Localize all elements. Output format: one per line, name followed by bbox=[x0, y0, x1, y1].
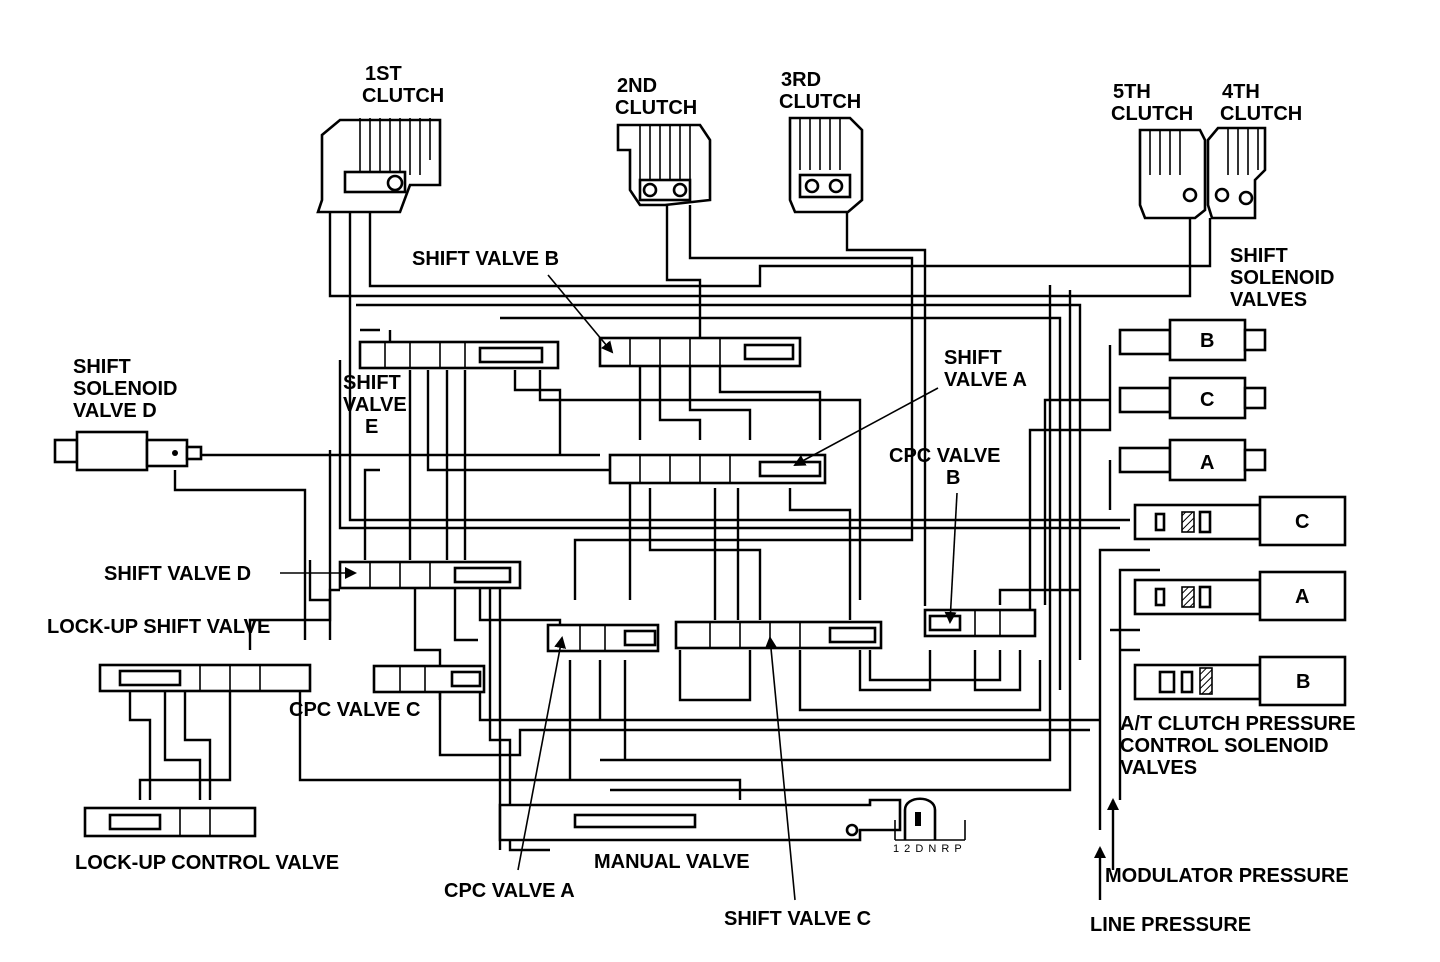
shift-valve-a bbox=[608, 453, 827, 485]
pressure-solenoid-letter-c: C bbox=[1295, 511, 1309, 533]
label-shift-valve-d: SHIFT VALVE D bbox=[104, 563, 251, 585]
shift-solenoid-valve-c bbox=[1118, 376, 1267, 420]
clutch-3rd bbox=[788, 116, 864, 214]
label-shift-valve-b: SHIFT VALVE B bbox=[412, 248, 559, 270]
label-line-pressure: LINE PRESSURE bbox=[1090, 914, 1251, 936]
manual-valve bbox=[498, 797, 966, 842]
label-shift-valve-c: SHIFT VALVE C bbox=[724, 908, 871, 930]
shift-solenoid-valve-d bbox=[53, 430, 203, 472]
clutch-1st bbox=[316, 118, 442, 214]
clutch-4th bbox=[1206, 126, 1267, 220]
label-manual-valve: MANUAL VALVE bbox=[594, 851, 750, 873]
shift-solenoid-letter-b: B bbox=[1200, 330, 1214, 352]
label-modulator-pressure: MODULATOR PRESSURE bbox=[1105, 865, 1349, 887]
label-lock-up-shift-valve: LOCK-UP SHIFT VALVE bbox=[47, 616, 270, 638]
pressure-solenoid-letter-b: B bbox=[1296, 671, 1310, 693]
label-cpc-valve-c: CPC VALVE C bbox=[289, 699, 421, 721]
at-clutch-pressure-solenoid-c bbox=[1133, 495, 1347, 547]
clutch-2nd bbox=[616, 123, 712, 207]
clutch-5th bbox=[1138, 128, 1207, 220]
lock-up-shift-valve bbox=[98, 663, 312, 693]
hydraulic-lines bbox=[128, 205, 1212, 852]
pressure-solenoid-letter-a: A bbox=[1295, 586, 1309, 608]
cpc-valve-a bbox=[546, 623, 660, 653]
shift-valve-b bbox=[598, 336, 802, 368]
shift-solenoid-letter-a: A bbox=[1200, 452, 1214, 474]
shift-valve-e bbox=[358, 340, 560, 370]
shift-solenoid-letter-c: C bbox=[1200, 389, 1214, 411]
shift-solenoid-valve-b bbox=[1118, 318, 1267, 362]
shift-valve-c bbox=[674, 620, 883, 650]
pointer-arrows bbox=[280, 274, 1119, 901]
cpc-valve-b bbox=[923, 608, 1037, 638]
lock-up-control-valve bbox=[83, 806, 257, 838]
label-cpc-valve-a: CPC VALVE A bbox=[444, 880, 575, 902]
shift-valve-d bbox=[338, 560, 522, 590]
label-gear-positions: 1 2 D N R P bbox=[893, 843, 963, 855]
shift-solenoid-valve-a bbox=[1118, 438, 1267, 482]
cpc-valve-c bbox=[372, 664, 486, 694]
at-clutch-pressure-solenoid-b bbox=[1133, 655, 1347, 707]
label-lock-up-control-valve: LOCK-UP CONTROL VALVE bbox=[75, 852, 339, 874]
at-clutch-pressure-solenoid-a bbox=[1133, 570, 1347, 622]
